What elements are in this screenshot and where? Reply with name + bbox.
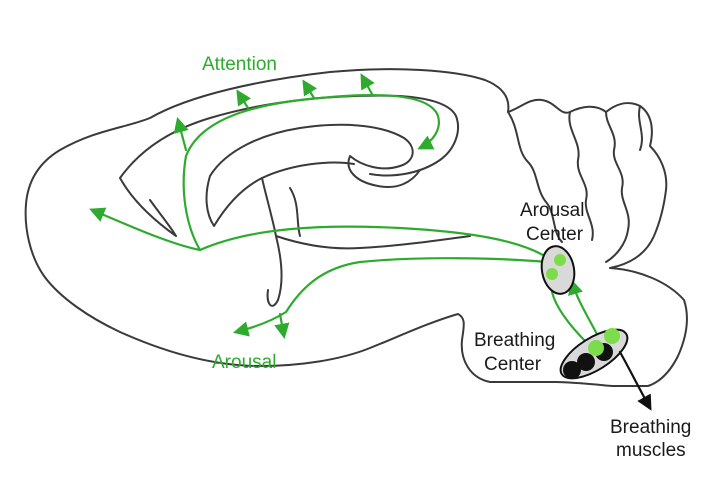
motor-output-arrow [618, 350, 652, 411]
brainstem-outline [275, 187, 471, 250]
breathing-neuron-green-1 [588, 340, 604, 356]
breathing-center-label-line2: Center [484, 354, 542, 375]
breathing-muscles-label-line1: Breathing [610, 417, 691, 438]
arousal-neuron-2 [546, 268, 558, 280]
cortex-inner-boundary [119, 94, 459, 237]
breathing-neuron-dark-1 [563, 361, 581, 379]
attention-arrow-4 [360, 73, 375, 96]
breathing-neuron-dark-2 [577, 353, 595, 371]
breathing-neuron-green-2 [604, 328, 620, 344]
arousal-arrow-down [274, 312, 290, 340]
breathing-center-label-line1: Breathing [474, 330, 555, 351]
cerebellum-folds [507, 105, 643, 263]
brain-outline [24, 68, 688, 387]
attention-loop-pathway [182, 94, 440, 252]
cortical-projection-pathway [89, 207, 550, 260]
arousal-label: Arousal [212, 352, 276, 373]
arousal-pathway [233, 257, 550, 337]
arousal-center-label-line1: Arousal [520, 200, 584, 221]
arousal-neuron-1 [554, 254, 566, 266]
breathing-muscles-label-line2: muscles [616, 440, 686, 461]
attention-arrow-3 [302, 79, 318, 100]
attention-label: Attention [202, 54, 277, 75]
attention-arrow-1 [173, 117, 189, 152]
arousal-center-nucleus [540, 245, 576, 295]
hippocampus-outline [205, 123, 421, 307]
arousal-center-label-line2: Center [526, 224, 584, 245]
attention-arrow-2 [236, 89, 252, 110]
